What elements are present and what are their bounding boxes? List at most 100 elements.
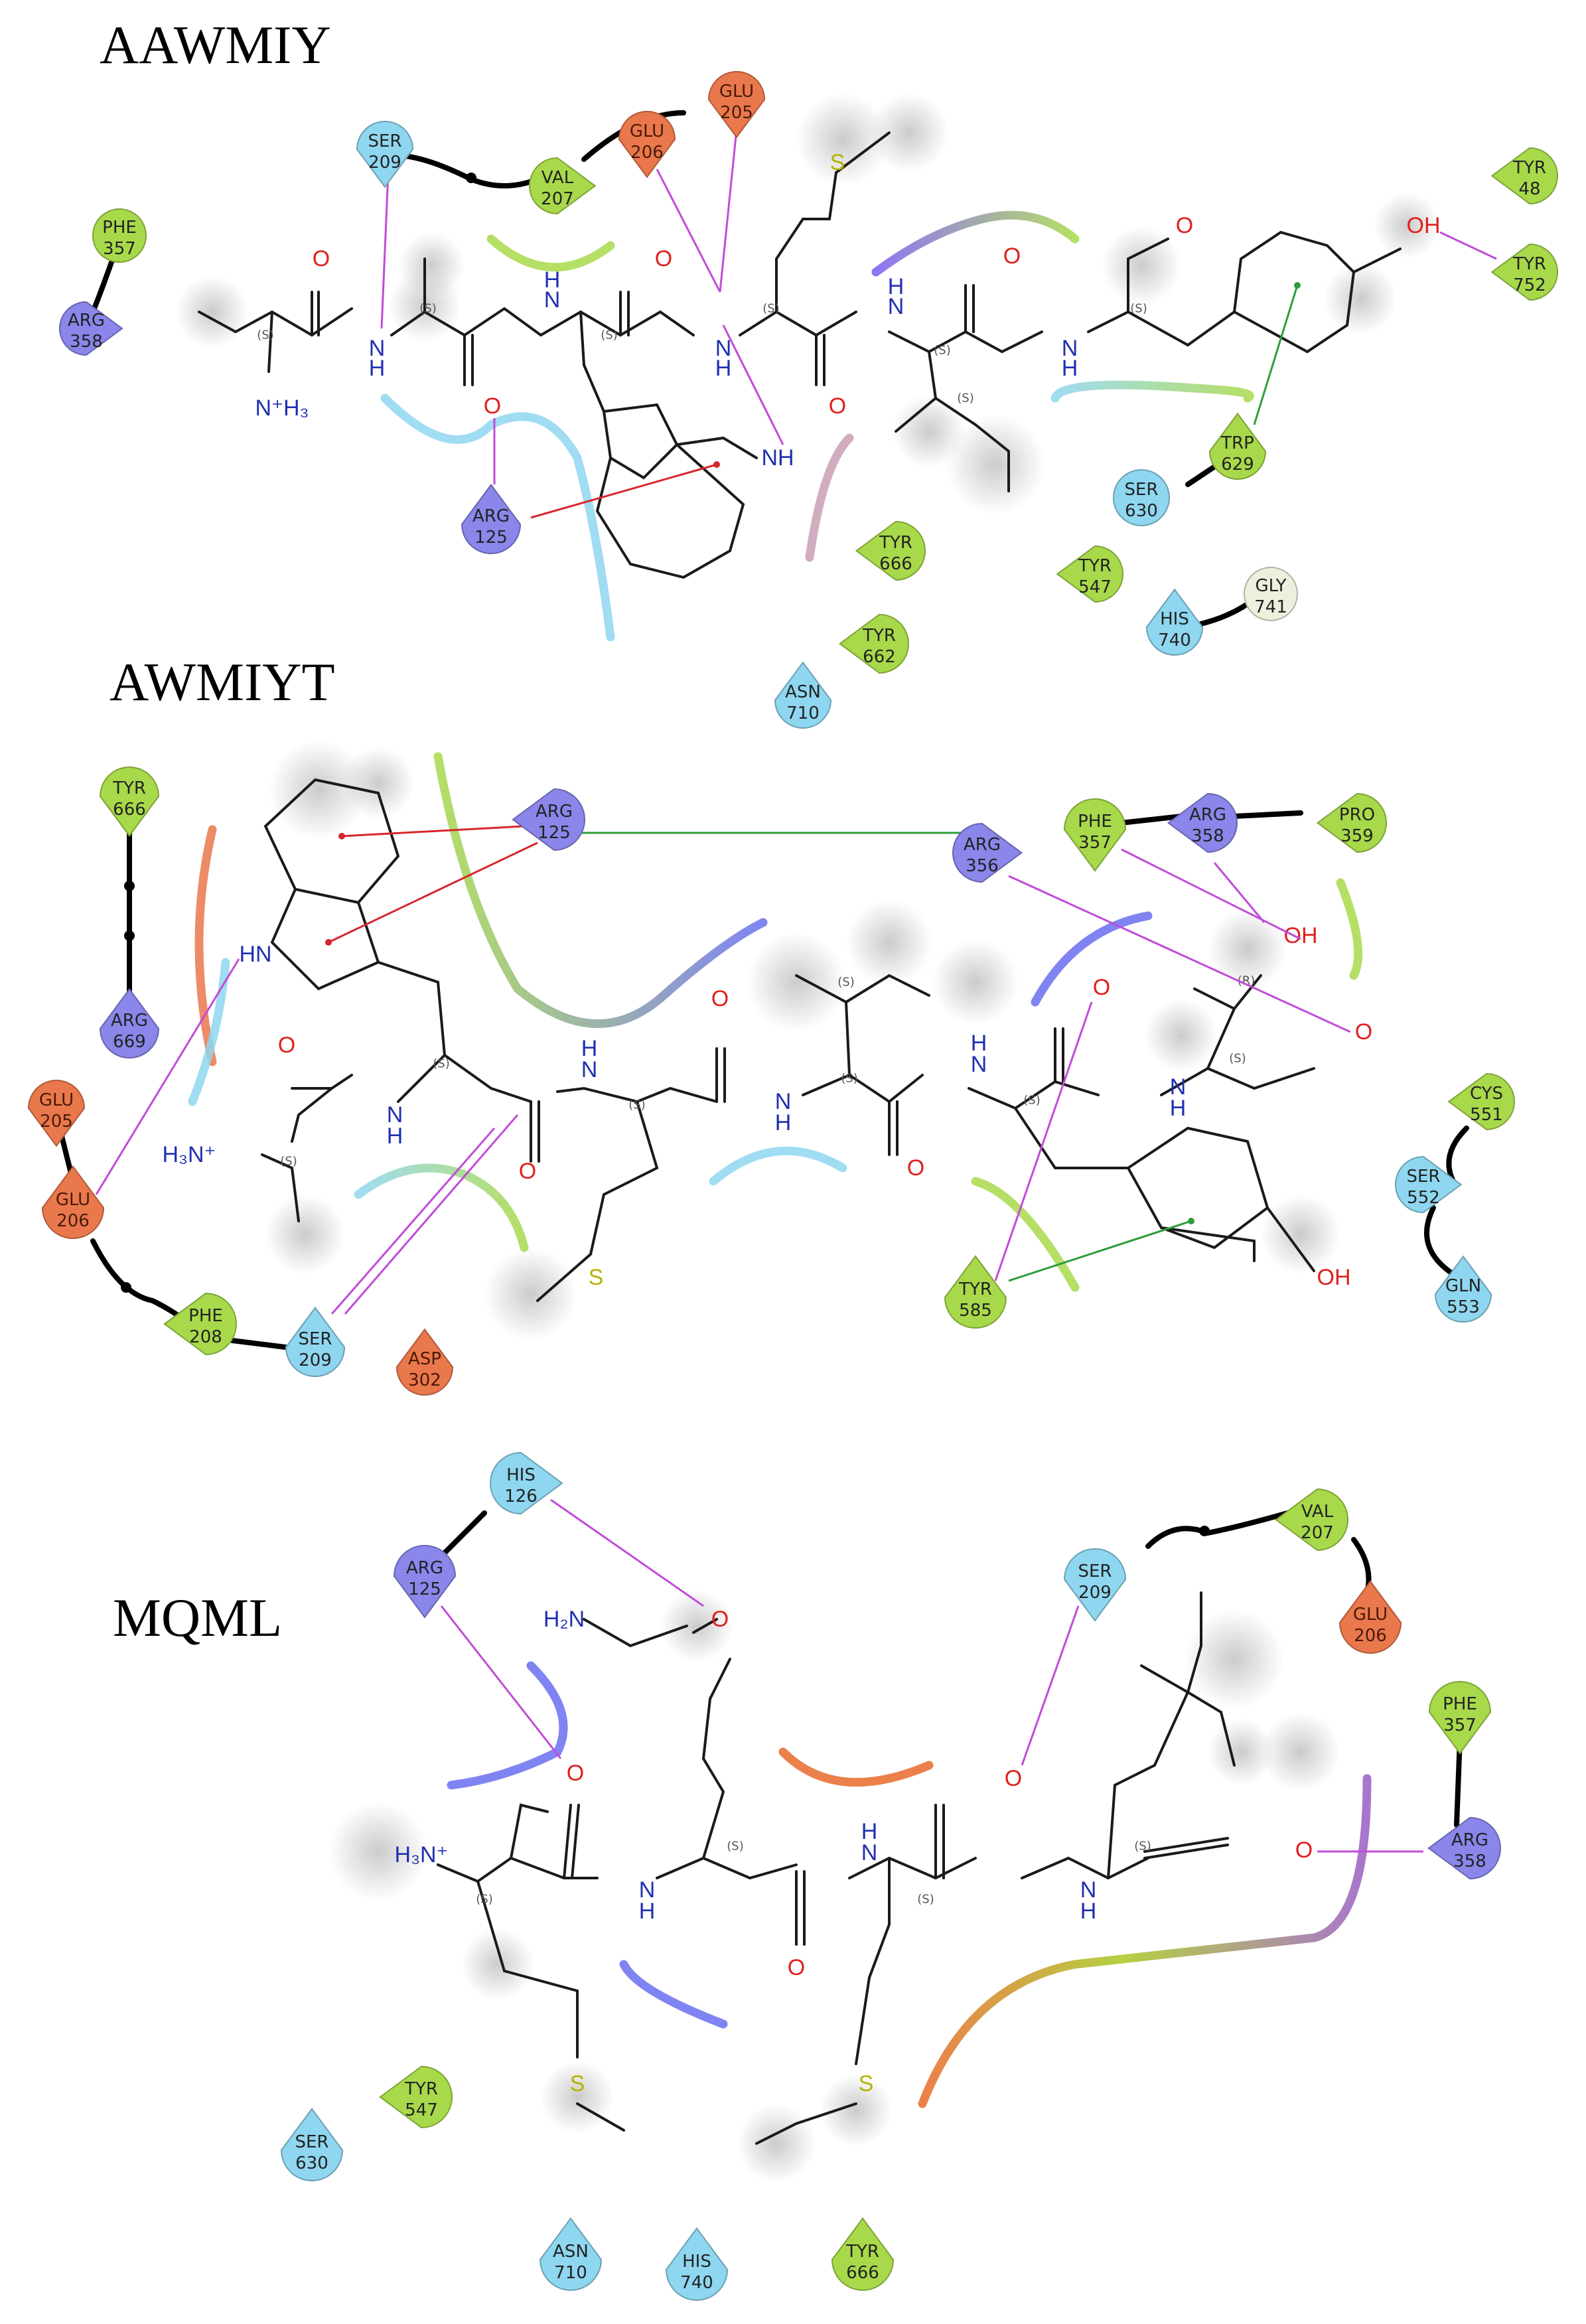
ligand-bonds (198, 131, 1402, 579)
pocket-polar-arc-2 (1050, 380, 1254, 403)
ligand-atoms: H₂N O O H₃N⁺ N H O H N O N H O S S (395, 1607, 1313, 2096)
stereo-label: (S) (1229, 1052, 1246, 1066)
residue-name: HIS (682, 2252, 711, 2272)
stereo-label: (S) (628, 1098, 645, 1112)
stereo-labels: (S) (S) (S) (S) (S) (S) (S) (257, 302, 1147, 405)
residue-number: 205 (720, 103, 753, 123)
residue-number: 209 (368, 153, 401, 173)
atom-o: O (711, 986, 729, 1011)
atom-s: S (589, 1265, 604, 1290)
atom-h: H (1062, 356, 1078, 381)
residue-name: VAL (541, 168, 574, 188)
residue-marker (1434, 1255, 1492, 1323)
residue-number: 358 (70, 332, 103, 352)
atom-h: H (1080, 1899, 1097, 1924)
pocket-exposed-arc (805, 433, 854, 562)
residue-marker (1490, 243, 1558, 301)
residue-name: GLU (56, 1190, 90, 1210)
atom-h: H (544, 267, 561, 293)
panel-mqml: MQML (113, 1451, 1501, 2301)
residue-marker (1145, 588, 1204, 656)
atom-h3n: H₃N⁺ (163, 1142, 216, 1167)
pocket-positive-arc (1031, 911, 1153, 1007)
residue-number: 357 (1443, 1715, 1477, 1735)
residue-number: 669 (113, 1032, 146, 1052)
pocket-polar-arc (380, 394, 615, 642)
residue-name: ARG (536, 802, 573, 822)
residue-name: SER (299, 1329, 332, 1349)
atom-oh: OH (1284, 923, 1318, 948)
residue-number: 552 (1407, 1188, 1440, 1208)
atom-n: N (1080, 1877, 1097, 1903)
atom-n: N (775, 1089, 792, 1114)
residue-name: ARG (964, 835, 1001, 855)
residue-number: 205 (40, 1112, 73, 1131)
solvent-exposure-glows (176, 93, 1440, 514)
residue-name: ARG (68, 311, 105, 330)
panel-title: AWMIYT (109, 652, 335, 712)
residue-marker (1063, 798, 1127, 872)
residue-number: 207 (541, 189, 574, 209)
atom-n: N (544, 287, 561, 313)
residue-marker (855, 520, 926, 581)
atom-h: H (581, 1036, 598, 1061)
residue-marker (1490, 147, 1558, 205)
panel-title: AAWMIY (100, 15, 331, 75)
atom-n: N (369, 336, 386, 361)
atom-n: N (1170, 1074, 1187, 1100)
pocket-polar-arc-2 (354, 1163, 529, 1252)
residue-marker (163, 1292, 237, 1356)
residue-marker (461, 483, 522, 554)
chain-ser209-val207 (1145, 1510, 1290, 1549)
residue-number: 662 (863, 647, 896, 667)
pocket-negative-arc (778, 1747, 934, 1787)
atom-h: H (861, 1819, 878, 1844)
residue-name: PHE (1078, 812, 1112, 832)
ligand-bonds (261, 778, 1315, 1302)
residue-number: 752 (1513, 275, 1546, 295)
atom-n: N (715, 336, 732, 361)
residue-number: 710 (786, 703, 820, 723)
residue-marker (944, 1255, 1007, 1329)
atom-o: O (1355, 1019, 1372, 1045)
residue-name: GLU (39, 1090, 74, 1110)
ligand-bonds (437, 1591, 1236, 2145)
atom-s: S (859, 2071, 874, 2096)
residue-arg-358: ARG 358 (59, 301, 123, 356)
stereo-label: (S) (433, 1057, 449, 1071)
atom-h: H (369, 356, 386, 381)
residue-number: 547 (405, 2100, 438, 2120)
residue-marker (665, 2227, 729, 2301)
stereo-label: (S) (957, 392, 973, 405)
atom-o: O (313, 246, 330, 271)
stereo-label: (S) (917, 1893, 934, 1907)
atom-o: O (1295, 1838, 1313, 1863)
stereo-label: (S) (727, 1840, 743, 1853)
residue-name: TRP (1220, 433, 1254, 453)
residue-marker (1063, 1548, 1127, 1622)
residue-name: SER (1407, 1167, 1441, 1187)
residue-marker (831, 2217, 895, 2291)
residue-name: PRO (1339, 805, 1375, 825)
atom-o: O (788, 1955, 805, 1980)
pocket-hydrophobic-arc (486, 234, 615, 272)
residue-marker (1208, 412, 1267, 480)
residue-name: TYR (112, 778, 146, 798)
residue-name: VAL (1301, 1502, 1334, 1522)
atom-o: O (519, 1159, 536, 1184)
residue-number: 629 (1221, 455, 1254, 474)
pocket-mixed-arc (918, 1774, 1372, 2108)
